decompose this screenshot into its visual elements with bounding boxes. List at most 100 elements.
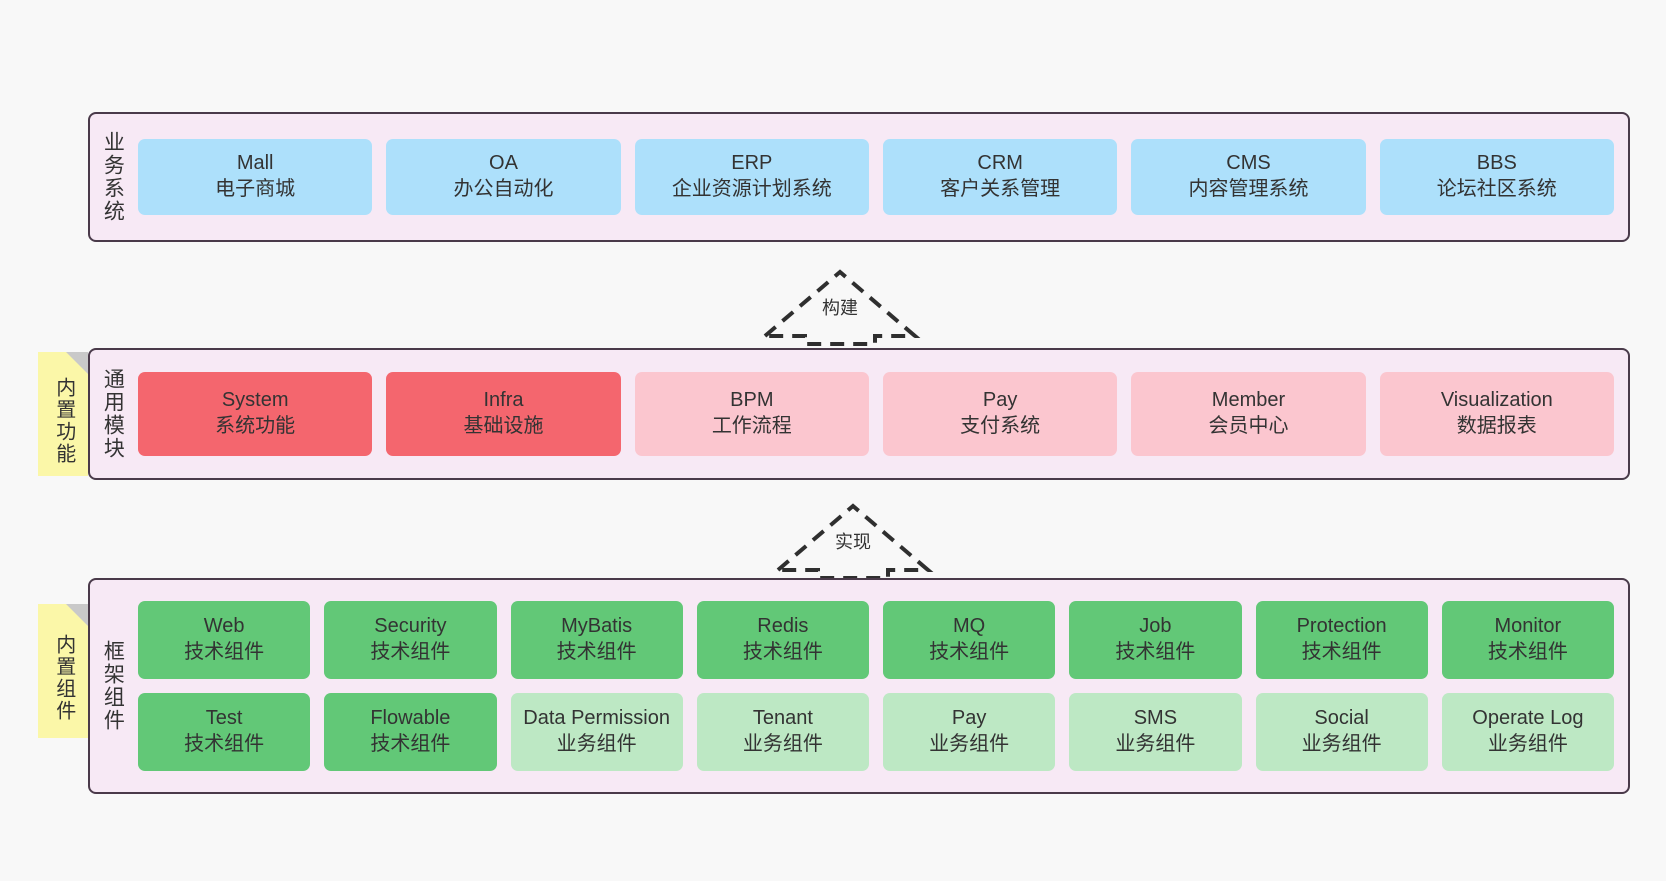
box-mq-desc: 技术组件: [929, 641, 1010, 663]
box-protection[interactable]: Protection 技术组件: [1255, 601, 1428, 679]
box-bpm-name: BPM: [730, 389, 774, 412]
box-pay-module-name: Pay: [982, 389, 1018, 412]
box-test-desc: 技术组件: [184, 733, 265, 755]
arrow-implement-label: 实现: [833, 528, 873, 554]
box-monitor-name: Monitor: [1494, 615, 1562, 638]
box-security-desc: 技术组件: [370, 641, 451, 663]
framework-row-business: Test 技术组件 Flowable 技术组件 Data Permission …: [138, 693, 1614, 771]
box-cms[interactable]: CMS 内容管理系统: [1131, 139, 1366, 215]
box-bpm[interactable]: BPM 工作流程: [634, 372, 869, 456]
box-web[interactable]: Web 技术组件: [138, 601, 311, 679]
box-protection-name: Protection: [1296, 615, 1387, 638]
box-redis-desc: 技术组件: [742, 641, 823, 663]
box-protection-desc: 技术组件: [1301, 641, 1382, 663]
box-visualization[interactable]: Visualization 数据报表: [1379, 372, 1614, 456]
box-data-permission-name: Data Permission: [523, 707, 670, 730]
arrow-build-label: 构建: [820, 294, 860, 320]
box-monitor-desc: 技术组件: [1487, 641, 1568, 663]
box-security-name: Security: [374, 615, 447, 638]
box-visualization-name: Visualization: [1440, 389, 1553, 412]
box-test[interactable]: Test 技术组件: [138, 693, 311, 771]
box-mq-name: MQ: [953, 615, 986, 638]
box-system-name: System: [221, 389, 289, 412]
box-infra-name: Infra: [483, 389, 524, 412]
box-web-name: Web: [203, 615, 245, 638]
box-flowable-desc: 技术组件: [370, 733, 451, 755]
arrow-implement: 实现: [768, 492, 938, 580]
box-bbs[interactable]: BBS 论坛社区系统: [1379, 139, 1614, 215]
sticky-fold-corner-icon: [66, 604, 88, 626]
box-mall-name: Mall: [236, 152, 274, 175]
box-oa[interactable]: OA 办公自动化: [386, 139, 621, 215]
layer-common-modules-label: 通用模块: [101, 368, 125, 460]
box-test-name: Test: [205, 707, 243, 730]
box-mall[interactable]: Mall 电子商城: [138, 139, 373, 215]
box-job[interactable]: Job 技术组件: [1069, 601, 1242, 679]
box-sms-name: SMS: [1133, 707, 1178, 730]
box-pay-module[interactable]: Pay 支付系统: [882, 372, 1118, 456]
layer-framework-components: 框架组件 Web 技术组件 Security 技术组件 MyBatis 技术组件…: [88, 578, 1630, 794]
box-social[interactable]: Social 业务组件: [1255, 693, 1428, 771]
box-crm-desc: 客户关系管理: [940, 178, 1061, 200]
box-social-name: Social: [1314, 707, 1369, 730]
box-mq[interactable]: MQ 技术组件: [883, 601, 1056, 679]
box-bbs-name: BBS: [1476, 152, 1517, 175]
box-system[interactable]: System 系统功能: [138, 372, 373, 456]
box-visualization-desc: 数据报表: [1456, 415, 1537, 437]
box-sms-desc: 业务组件: [1115, 733, 1196, 755]
box-pay-component[interactable]: Pay 业务组件: [883, 693, 1056, 771]
box-data-permission-desc: 业务组件: [556, 733, 637, 755]
box-oa-desc: 办公自动化: [453, 178, 554, 200]
box-sms[interactable]: SMS 业务组件: [1069, 693, 1242, 771]
layer-business-systems-body: Mall 电子商城 OA 办公自动化 ERP 企业资源计划系统 CRM 客户关系…: [134, 114, 1628, 240]
box-cms-name: CMS: [1226, 152, 1271, 175]
box-erp-desc: 企业资源计划系统: [671, 178, 832, 200]
box-bbs-desc: 论坛社区系统: [1436, 178, 1557, 200]
box-social-desc: 业务组件: [1301, 733, 1382, 755]
box-mybatis-desc: 技术组件: [556, 641, 637, 663]
box-mybatis-name: MyBatis: [561, 615, 633, 638]
box-oa-name: OA: [489, 152, 518, 175]
box-job-name: Job: [1139, 615, 1172, 638]
box-mybatis[interactable]: MyBatis 技术组件: [510, 601, 683, 679]
box-tenant-desc: 业务组件: [742, 733, 823, 755]
box-mall-desc: 电子商城: [215, 178, 296, 200]
layer-framework-components-label: 框架组件: [101, 640, 125, 732]
box-infra[interactable]: Infra 基础设施: [386, 372, 621, 456]
box-operate-log-desc: 业务组件: [1487, 733, 1568, 755]
arrow-build: 构建: [755, 258, 925, 346]
box-security[interactable]: Security 技术组件: [324, 601, 497, 679]
box-job-desc: 技术组件: [1115, 641, 1196, 663]
box-member[interactable]: Member 会员中心: [1131, 372, 1366, 456]
layer-business-systems-label: 业务系统: [101, 131, 125, 223]
box-flowable[interactable]: Flowable 技术组件: [324, 693, 497, 771]
sticky-note-builtin-components: 内置组件: [38, 604, 88, 738]
box-infra-desc: 基础设施: [463, 415, 544, 437]
box-pay-component-name: Pay: [951, 707, 987, 730]
box-tenant[interactable]: Tenant 业务组件: [696, 693, 869, 771]
box-tenant-name: Tenant: [752, 707, 813, 730]
box-member-name: Member: [1211, 389, 1286, 412]
box-web-desc: 技术组件: [184, 641, 265, 663]
layer-framework-components-body: Web 技术组件 Security 技术组件 MyBatis 技术组件 Redi…: [134, 580, 1628, 792]
box-redis[interactable]: Redis 技术组件: [696, 601, 869, 679]
box-monitor[interactable]: Monitor 技术组件: [1441, 601, 1614, 679]
box-pay-component-desc: 业务组件: [929, 733, 1010, 755]
layer-common-modules: 通用模块 System 系统功能 Infra 基础设施 BPM 工作流程 Pay…: [88, 348, 1630, 480]
box-erp-name: ERP: [731, 152, 773, 175]
sticky-note-builtin-features-label: 内置功能: [52, 377, 75, 465]
sticky-note-builtin-components-label: 内置组件: [52, 634, 75, 722]
layer-business-systems: 业务系统 Mall 电子商城 OA 办公自动化 ERP 企业资源计划系统 CRM…: [88, 112, 1630, 242]
box-member-desc: 会员中心: [1208, 415, 1289, 437]
box-cms-desc: 内容管理系统: [1188, 178, 1309, 200]
box-system-desc: 系统功能: [215, 415, 296, 437]
box-erp[interactable]: ERP 企业资源计划系统: [634, 139, 869, 215]
box-operate-log[interactable]: Operate Log 业务组件: [1441, 693, 1614, 771]
box-bpm-desc: 工作流程: [711, 415, 792, 437]
framework-row-technical: Web 技术组件 Security 技术组件 MyBatis 技术组件 Redi…: [138, 601, 1614, 679]
box-data-permission[interactable]: Data Permission 业务组件: [510, 693, 683, 771]
box-redis-name: Redis: [757, 615, 809, 638]
box-flowable-name: Flowable: [370, 707, 451, 730]
box-crm[interactable]: CRM 客户关系管理: [882, 139, 1118, 215]
sticky-note-builtin-features: 内置功能: [38, 352, 88, 476]
